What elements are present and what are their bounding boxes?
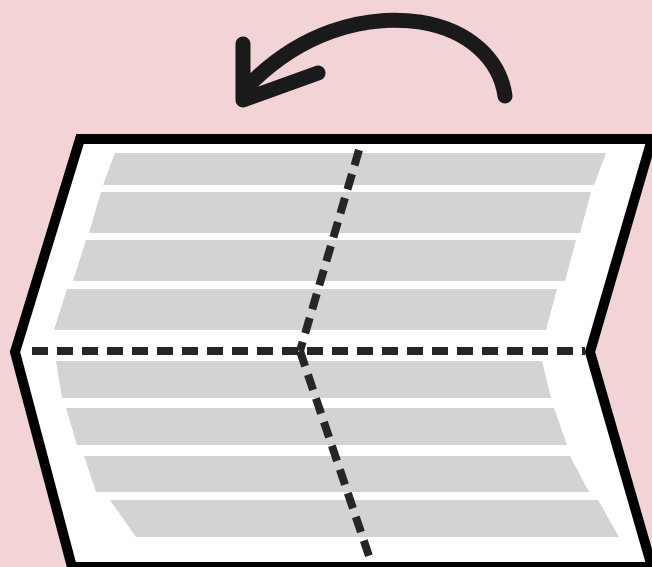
stripe-lower-4 — [110, 500, 619, 537]
folded-paper — [15, 139, 652, 567]
stripe-lower-2 — [66, 408, 567, 445]
stripe-lower-3 — [84, 456, 589, 492]
upper-stripes — [54, 153, 606, 330]
